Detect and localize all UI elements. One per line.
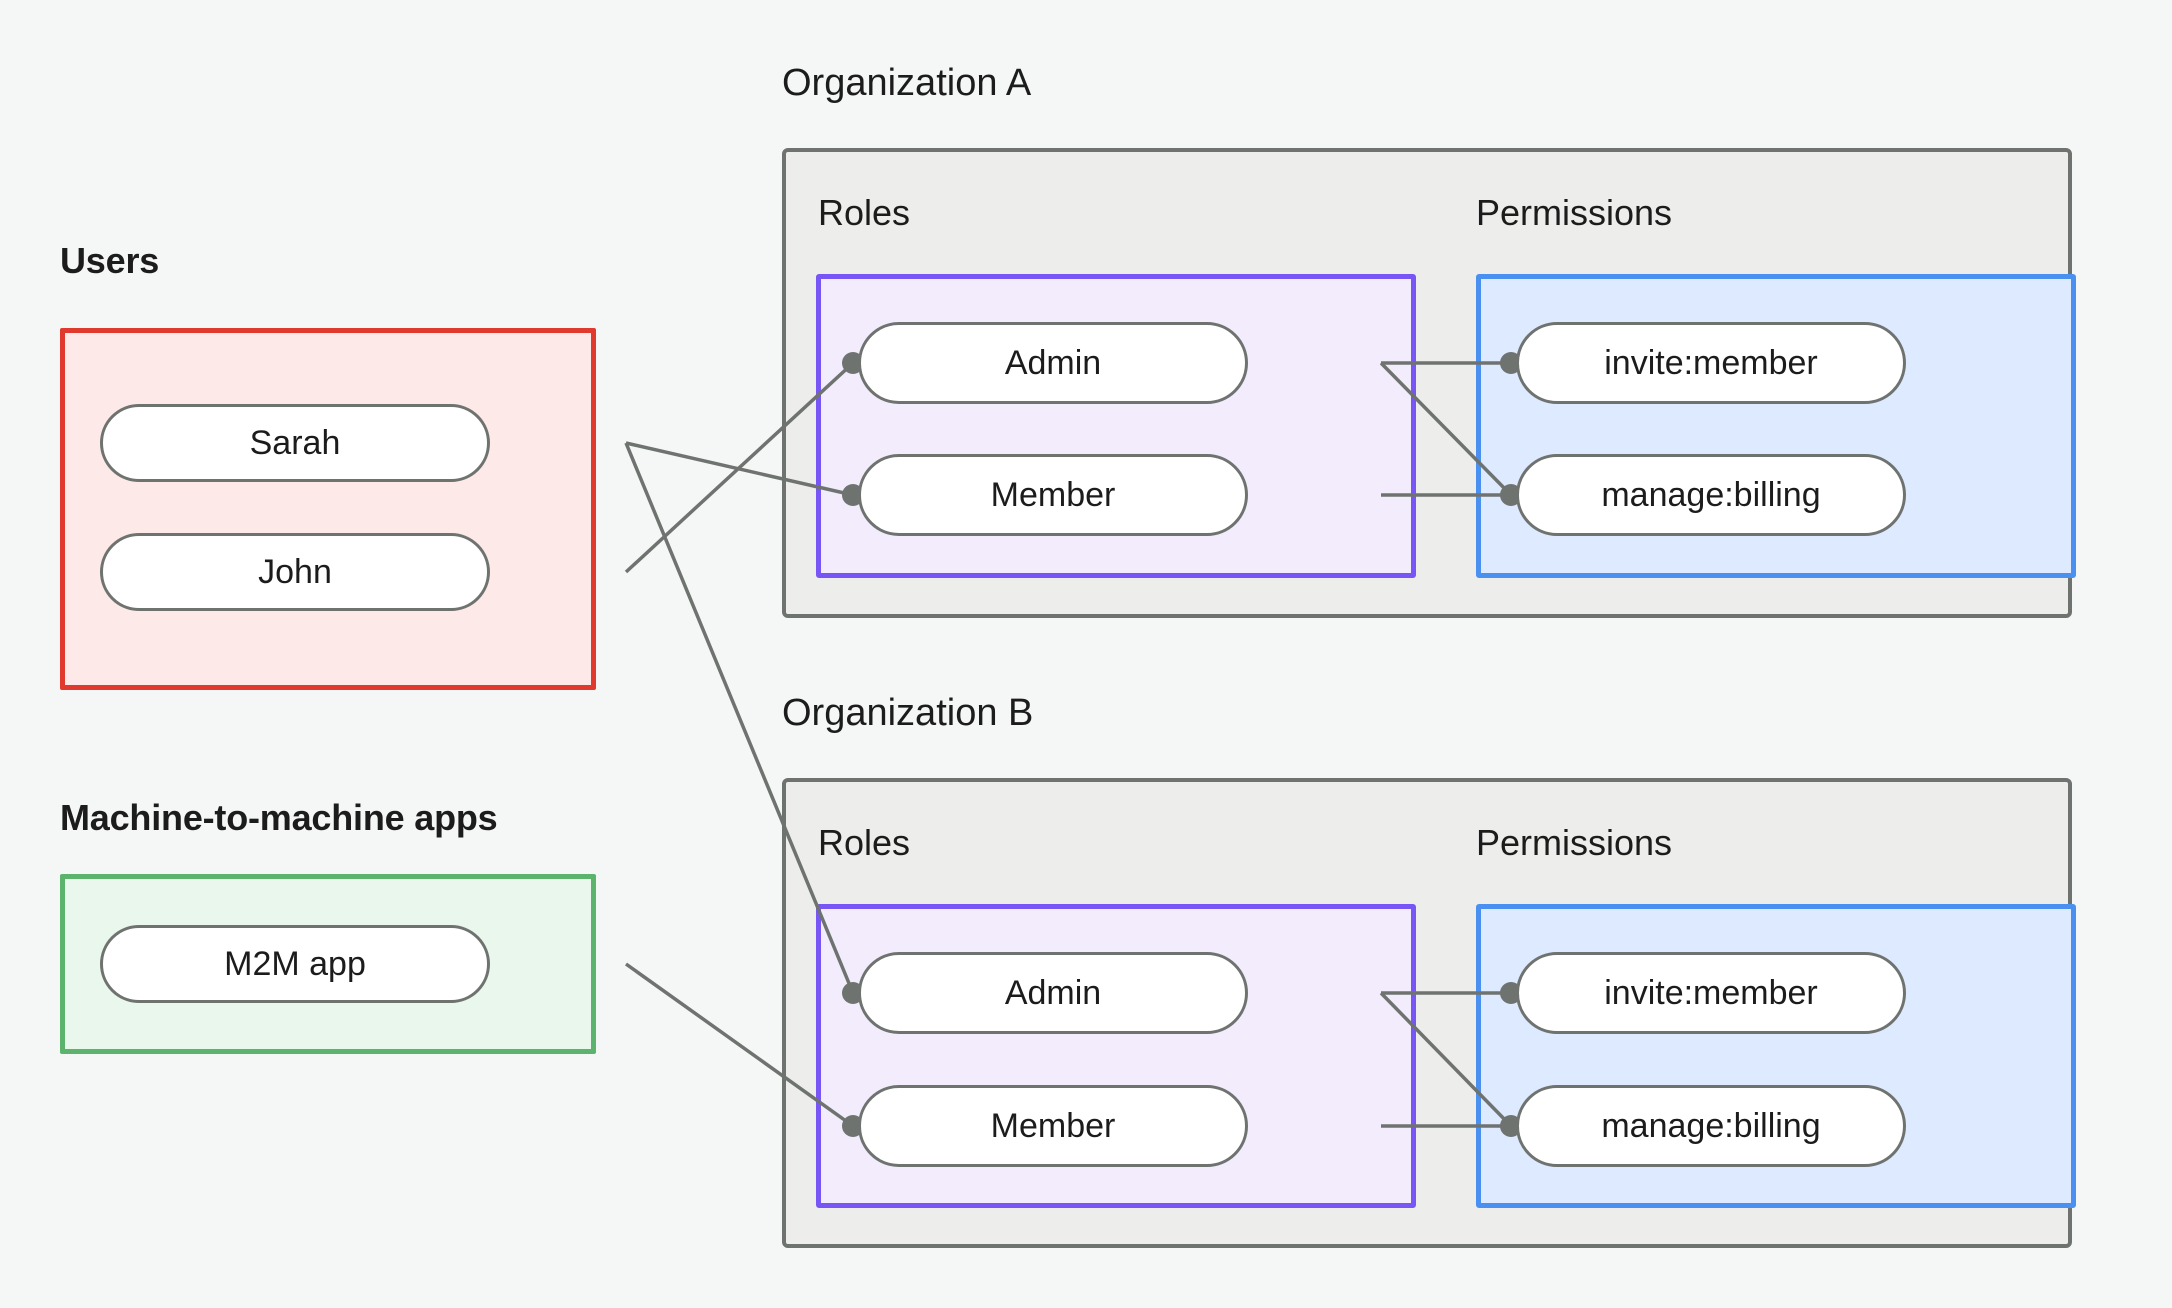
org-b-permissions-title: Permissions	[1476, 822, 1673, 863]
user-node-john[interactable]: John	[100, 533, 490, 611]
org-a-permission-node-manage-billing[interactable]: manage:billing	[1516, 454, 1906, 536]
org-a-permission-node-invite-member[interactable]: invite:member	[1516, 322, 1906, 404]
users-group-box	[60, 328, 596, 690]
org-a-role-node-member[interactable]: Member	[858, 454, 1248, 536]
org-a-roles-title: Roles	[818, 192, 911, 233]
org-b-title: Organization B	[782, 692, 1034, 734]
org-a-role-node-admin[interactable]: Admin	[858, 322, 1248, 404]
org-b-role-node-admin[interactable]: Admin	[858, 952, 1248, 1034]
org-b-permission-node-invite-member[interactable]: invite:member	[1516, 952, 1906, 1034]
org-b-permission-node-manage-billing[interactable]: manage:billing	[1516, 1085, 1906, 1167]
users-section-caption: Users	[60, 240, 160, 281]
org-a-title: Organization A	[782, 62, 1032, 104]
org-a-permissions-title: Permissions	[1476, 192, 1673, 233]
org-b-roles-title: Roles	[818, 822, 911, 863]
org-b-role-node-member[interactable]: Member	[858, 1085, 1248, 1167]
user-node-sarah[interactable]: Sarah	[100, 404, 490, 482]
m2m-section-caption: Machine-to-machine apps	[60, 797, 498, 838]
m2m-node-app[interactable]: M2M app	[100, 925, 490, 1003]
